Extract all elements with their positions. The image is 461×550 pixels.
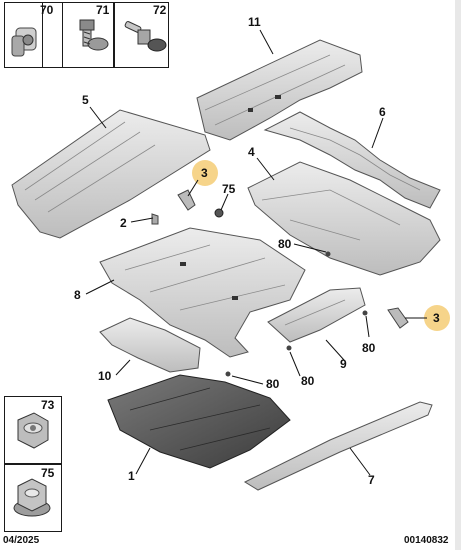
callout-7: 7 xyxy=(368,473,375,487)
part-11-rear-shield[interactable] xyxy=(196,39,363,141)
highlight-3-right xyxy=(424,305,450,331)
hex-nut-icon-73 xyxy=(17,412,49,449)
callout-10: 10 xyxy=(98,369,112,383)
callout-80-a: 80 xyxy=(278,237,292,251)
fastener-80-a[interactable] xyxy=(325,251,331,257)
callout-80-c: 80 xyxy=(301,374,315,388)
fastener-label-72: 72 xyxy=(153,3,167,17)
part-8-main-shield[interactable] xyxy=(99,227,306,358)
nut-75-inline[interactable] xyxy=(214,208,224,218)
fastener-label-70: 70 xyxy=(40,3,54,17)
callout-9: 9 xyxy=(340,357,347,371)
callout-5: 5 xyxy=(82,93,89,107)
part-4-rear-panel[interactable] xyxy=(247,161,441,276)
callout-80-d: 80 xyxy=(266,377,280,391)
callout-11: 11 xyxy=(248,15,261,29)
callout-1: 1 xyxy=(128,469,135,483)
bracket-3-left[interactable] xyxy=(177,189,196,211)
callout-3-left: 3 xyxy=(201,166,208,180)
fastener-80-c[interactable] xyxy=(286,345,292,351)
fastener-label-73: 73 xyxy=(41,398,55,412)
callout-4: 4 xyxy=(248,145,255,159)
part-1-front-undershield[interactable] xyxy=(107,374,291,469)
flange-nut-icon-75 xyxy=(13,478,51,517)
callout-2: 2 xyxy=(120,216,127,230)
footer-date: 04/2025 xyxy=(3,535,40,546)
bracket-3-right[interactable] xyxy=(387,307,409,329)
fastener-80-d[interactable] xyxy=(225,371,231,377)
part-9-side-panel[interactable] xyxy=(267,287,366,343)
part-10-reinforcement[interactable] xyxy=(99,317,201,373)
callout-8: 8 xyxy=(74,288,81,302)
flange-screw-icon-71 xyxy=(79,19,109,51)
clip-nut-icon-70 xyxy=(11,27,37,57)
fastener-label-75: 75 xyxy=(41,466,55,480)
callout-6: 6 xyxy=(379,105,386,119)
right-edge-strip xyxy=(455,0,461,550)
part-5-central-tray[interactable] xyxy=(11,109,211,239)
highlight-3-left xyxy=(192,160,218,186)
callout-75: 75 xyxy=(222,182,236,196)
fastener-frame-top xyxy=(4,2,169,68)
footer-reference: 00140832 xyxy=(404,535,449,546)
push-pin-icon-72 xyxy=(124,21,167,52)
fastener-80-b[interactable] xyxy=(362,310,368,316)
callout-3-right: 3 xyxy=(433,311,440,325)
fastener-label-71: 71 xyxy=(96,3,110,17)
part-7-side-rail[interactable] xyxy=(243,401,433,491)
leader-lines xyxy=(85,29,427,476)
part-6-heat-shield[interactable] xyxy=(263,111,441,209)
callout-80-b: 80 xyxy=(362,341,376,355)
bracket-2[interactable] xyxy=(151,213,159,225)
